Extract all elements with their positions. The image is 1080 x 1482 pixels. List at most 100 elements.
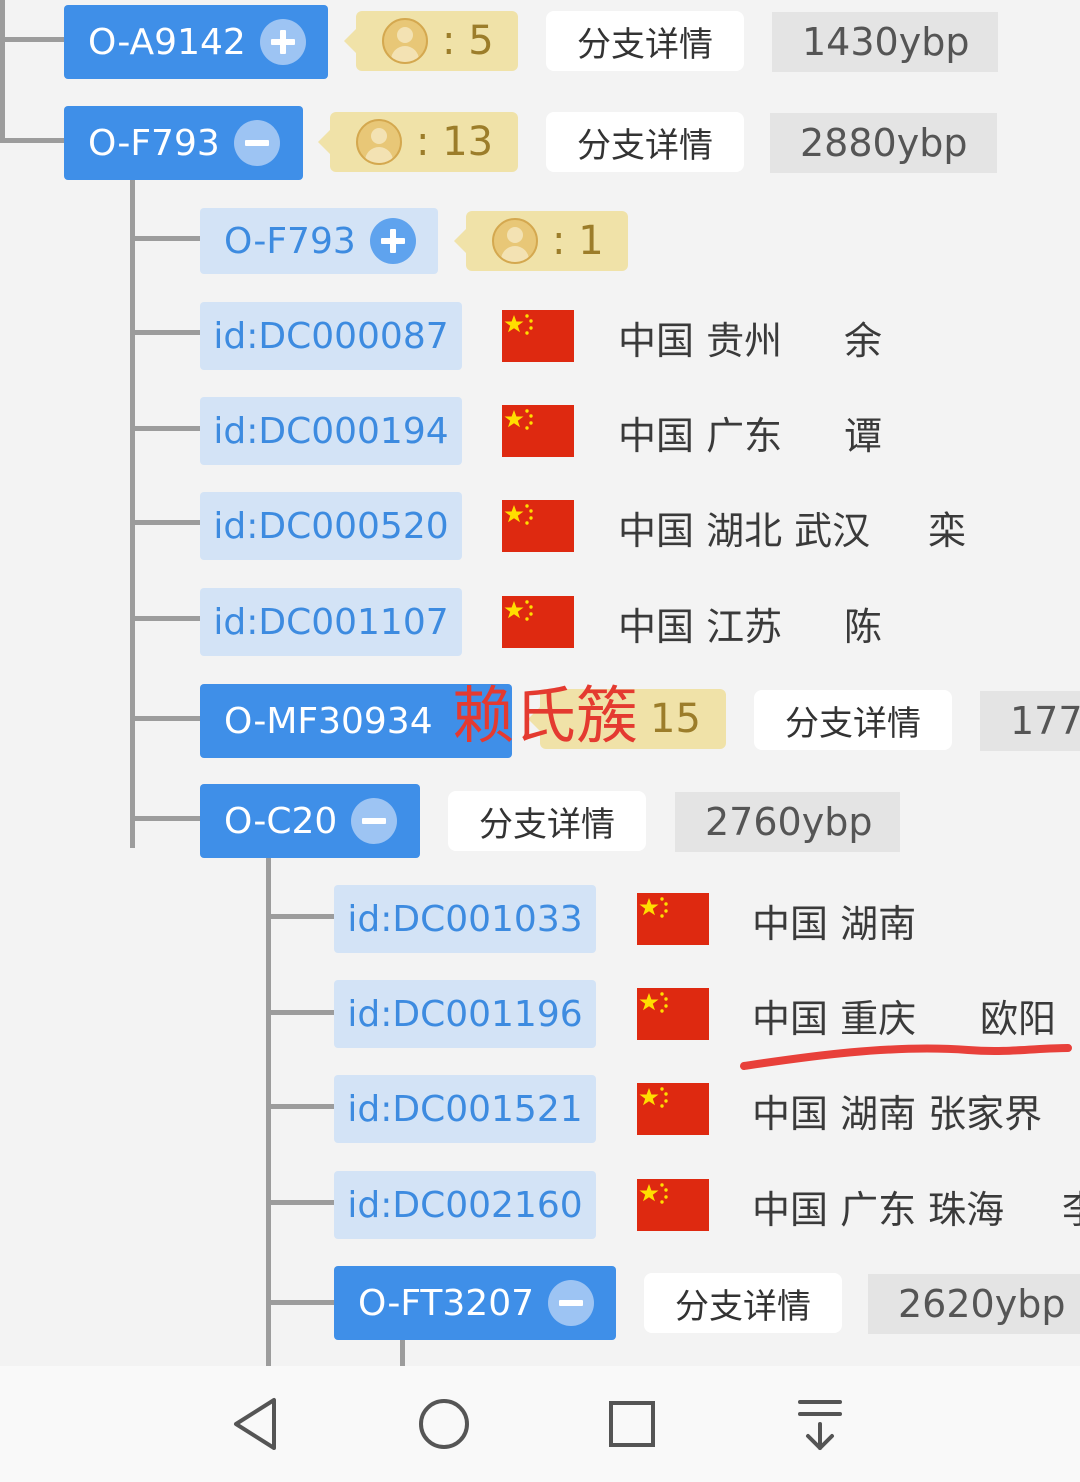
level2-connector — [266, 1200, 336, 1205]
age-ybp-value: 177 — [980, 691, 1080, 751]
root-connector-f793 — [0, 138, 64, 143]
branch-details-button[interactable]: 分支详情 — [448, 791, 646, 851]
branch-details-label: 分支详情 — [785, 703, 921, 744]
collapse-minus-icon[interactable] — [548, 1280, 595, 1326]
branch-node-o-c20[interactable]: O-C20 — [200, 784, 420, 858]
branch-node-o-mf30934[interactable]: O-MF30934 — [200, 684, 512, 758]
sample-location: 中国 广东 — [618, 414, 783, 458]
download-menu-icon[interactable] — [790, 1394, 850, 1454]
level2-connector — [266, 1104, 336, 1109]
branch-details-label: 分支详情 — [479, 804, 615, 845]
member-count-badge: : 5 — [344, 11, 518, 71]
member-count-badge: 15 — [528, 689, 726, 749]
member-count: : 1 — [552, 218, 604, 264]
sample-id: id:DC000520 — [213, 505, 449, 547]
age-text: 177 — [1010, 699, 1080, 743]
person-avatar-icon — [492, 218, 538, 264]
china-flag-icon — [502, 500, 574, 552]
age-ybp-value: 2620ybp — [868, 1274, 1080, 1334]
person-avatar-icon — [356, 119, 402, 165]
branch-node-o-f793[interactable]: O-F793 — [64, 106, 303, 180]
sample-id: id:DC001196 — [347, 993, 583, 1035]
sample-id: id:DC001107 — [213, 601, 449, 643]
branch-name: O-C20 — [224, 800, 338, 842]
collapse-minus-icon[interactable] — [233, 120, 280, 166]
age-text: 2620ybp — [898, 1282, 1066, 1326]
system-navigation-bar — [0, 1366, 1080, 1482]
branch-node-o-f793-sub[interactable]: O-F793 — [200, 208, 438, 274]
level1-connector — [130, 716, 200, 721]
level1-connector — [130, 816, 200, 821]
age-text: 1430ybp — [802, 20, 970, 64]
branch-name: O-FT3207 — [358, 1282, 535, 1324]
tree-view: O-A9142 : 5 分支详情 1430ybp O-F793 : 13 分支详… — [0, 0, 1080, 1366]
sample-id-node[interactable]: id:DC002160 — [334, 1171, 596, 1239]
branch-details-button[interactable]: 分支详情 — [546, 11, 744, 71]
level2-connector — [266, 914, 336, 919]
age-ybp-value: 1430ybp — [772, 12, 998, 72]
sample-location: 中国 江苏 — [618, 605, 783, 649]
sample-id: id:DC000087 — [213, 315, 449, 357]
level3-connector-vertical — [400, 1340, 405, 1366]
sample-surname: 陈 — [844, 605, 883, 649]
level2-connector-vertical — [266, 858, 271, 1366]
member-count: 15 — [650, 696, 701, 742]
expand-plus-icon[interactable] — [369, 218, 416, 264]
root-connector-vertical — [0, 0, 5, 143]
sample-id-node[interactable]: id:DC001033 — [334, 885, 596, 953]
sample-surname: 谭 — [844, 414, 883, 458]
age-text: 2880ybp — [800, 121, 968, 165]
member-count-badge: : 1 — [454, 211, 628, 271]
branch-name: O-A9142 — [88, 21, 246, 63]
sample-location: 中国 贵州 — [618, 319, 783, 363]
sample-id-node[interactable]: id:DC001521 — [334, 1075, 596, 1143]
triangle-back-icon[interactable] — [226, 1394, 286, 1454]
sample-id: id:DC001033 — [347, 898, 583, 940]
age-ybp-value: 2880ybp — [770, 113, 997, 173]
sample-location: 中国 广东 珠海 — [752, 1188, 1005, 1232]
red-underline-annotation — [740, 1044, 1072, 1070]
level1-connector — [130, 426, 200, 431]
branch-node-o-ft3207[interactable]: O-FT3207 — [334, 1266, 616, 1340]
china-flag-icon — [637, 1083, 709, 1135]
sample-location: 中国 重庆 — [752, 997, 917, 1041]
sample-location: 中国 湖南 — [752, 902, 917, 946]
member-count: : 13 — [416, 119, 494, 165]
person-avatar-icon — [382, 18, 428, 64]
sample-location: 中国 湖南 张家界 — [752, 1092, 1043, 1136]
expand-plus-icon[interactable] — [259, 19, 306, 65]
square-recents-icon[interactable] — [602, 1394, 662, 1454]
china-flag-icon — [502, 596, 574, 648]
root-connector-a9142 — [0, 37, 64, 42]
level1-connector — [130, 236, 200, 241]
branch-details-label: 分支详情 — [577, 24, 713, 65]
sample-location: 中国 湖北 武汉 — [618, 509, 871, 553]
level1-connector-vertical — [130, 180, 135, 848]
sample-surname: 余 — [844, 319, 883, 363]
china-flag-icon — [637, 988, 709, 1040]
sample-surname: 欧阳 — [980, 997, 1057, 1041]
circle-home-icon[interactable] — [414, 1394, 474, 1454]
branch-details-button[interactable]: 分支详情 — [754, 690, 952, 750]
level2-connector — [266, 1010, 336, 1015]
sample-id-node[interactable]: id:DC000520 — [200, 492, 462, 560]
level1-connector — [130, 616, 200, 621]
level2-connector — [266, 1300, 336, 1305]
china-flag-icon — [637, 893, 709, 945]
sample-id: id:DC000194 — [213, 410, 449, 452]
branch-details-button[interactable]: 分支详情 — [546, 112, 744, 172]
branch-details-button[interactable]: 分支详情 — [644, 1273, 842, 1333]
sample-id-node[interactable]: id:DC000194 — [200, 397, 462, 465]
branch-name: O-F793 — [88, 122, 220, 164]
sample-id-node[interactable]: id:DC000087 — [200, 302, 462, 370]
collapse-minus-icon[interactable] — [351, 798, 398, 844]
sample-surname: 栾 — [928, 509, 967, 553]
branch-name: O-F793 — [224, 220, 356, 262]
branch-node-o-a9142[interactable]: O-A9142 — [64, 5, 328, 79]
member-count-badge: : 13 — [318, 112, 518, 172]
sample-surname: 李 — [1062, 1179, 1080, 1234]
sample-id: id:DC001521 — [347, 1088, 583, 1130]
sample-id-node[interactable]: id:DC001196 — [334, 980, 596, 1048]
china-flag-icon — [502, 405, 574, 457]
sample-id-node[interactable]: id:DC001107 — [200, 588, 462, 656]
